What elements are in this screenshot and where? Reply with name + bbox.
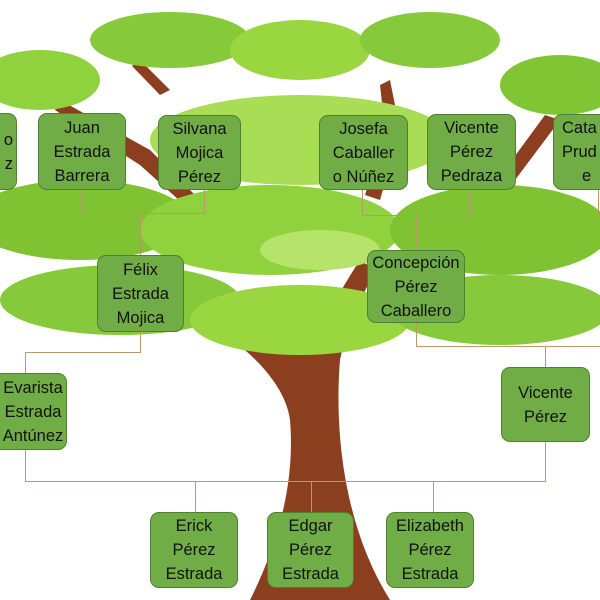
connector [204, 190, 205, 214]
person-box-erick-perez-estrada[interactable]: Erick Pérez Estrada [150, 512, 238, 588]
person-name-line: o Núñez [332, 167, 395, 186]
person-name-line: Caballero [380, 301, 452, 320]
person-name-line: Félix [123, 260, 158, 279]
person-box-juan-estrada-barrera[interactable]: Juan Estrada Barrera [38, 113, 126, 190]
person-name-line: Josefa [339, 119, 388, 138]
connector [470, 190, 471, 215]
person-name-line: Juan [64, 118, 100, 137]
person-name-line: Pérez [394, 277, 438, 296]
connector [25, 450, 26, 482]
person-name-line: Silvana [172, 119, 227, 138]
person-box-felix-estrada-mojica[interactable]: Félix Estrada Mojica [97, 255, 184, 332]
person-box-edgar-perez-estrada[interactable]: Edgar Pérez Estrada [267, 512, 354, 588]
person-name-line: Estrada [401, 565, 459, 583]
connector [25, 352, 26, 373]
person-name-line: Concepción [372, 253, 460, 272]
person-name-line: Estrada [282, 565, 339, 583]
person-box-grandparent-partial-right[interactable]: Cata Prud e [553, 114, 600, 190]
person-box-concepcion-perez-caballero[interactable]: Concepción Pérez Caballero [367, 250, 465, 323]
person-name-line: Caballer [332, 143, 395, 162]
person-name-line: Evarista [3, 378, 63, 397]
person-name-line: Pérez [288, 541, 333, 559]
connector [545, 442, 546, 482]
person-name-line: Pedraza [440, 167, 503, 185]
person-name-line: Estrada [112, 284, 169, 303]
person-name-line: Barrera [54, 166, 110, 185]
person-name-line: Pérez [408, 541, 452, 559]
connector [416, 323, 417, 346]
person-name-line: Antúnez [2, 426, 64, 445]
person-name-line: Prud [562, 143, 597, 161]
person-box-elizabeth-perez-estrada[interactable]: Elizabeth Pérez Estrada [386, 512, 474, 588]
person-name-line: Vicente [444, 119, 499, 137]
connector [195, 481, 196, 512]
connector [416, 346, 600, 347]
person-name-line: Elizabeth [396, 517, 464, 535]
connector [416, 215, 417, 250]
connector [545, 346, 546, 367]
person-name-line: Pérez [523, 407, 568, 426]
connector [433, 481, 434, 512]
person-box-vicente-perez-pedraza[interactable]: Vicente Pérez Pedraza [427, 114, 516, 190]
person-name-line: Mojica [175, 143, 224, 162]
connector [140, 332, 141, 352]
person-name-line: Mojica [116, 308, 165, 327]
person-name-line: Edgar [288, 517, 333, 535]
person-box-silvana-mojica-perez[interactable]: Silvana Mojica Pérez [158, 115, 241, 190]
connector [25, 481, 546, 482]
person-box-evarista-estrada-antunez[interactable]: Evarista Estrada Antúnez [0, 373, 67, 450]
person-name-line: Estrada [4, 402, 62, 421]
connector [362, 190, 363, 215]
connector [598, 190, 599, 215]
person-name-line: e [582, 167, 592, 185]
connector [25, 352, 141, 353]
person-name-line: Erick [175, 517, 213, 535]
person-name-line: Estrada [53, 142, 111, 161]
person-box-grandparent-partial-left[interactable]: o z [0, 113, 17, 190]
person-box-vicente-perez[interactable]: Vicente Pérez [501, 367, 590, 442]
person-name-line: Pérez [449, 143, 494, 161]
person-name-line: Vicente [518, 383, 573, 402]
person-name-line: Pérez [177, 167, 222, 186]
connector [140, 213, 141, 255]
person-box-josefa-caballero-nunez[interactable]: Josefa Caballer o Núñez [319, 115, 408, 190]
connector [311, 481, 312, 512]
person-name-line: Cata [562, 119, 597, 137]
person-name-line: o [3, 130, 13, 149]
connector [82, 213, 205, 214]
person-name-line: z [4, 154, 13, 173]
person-name-line: Pérez [172, 541, 216, 559]
connector [82, 190, 83, 214]
person-name-line: Estrada [165, 565, 223, 583]
